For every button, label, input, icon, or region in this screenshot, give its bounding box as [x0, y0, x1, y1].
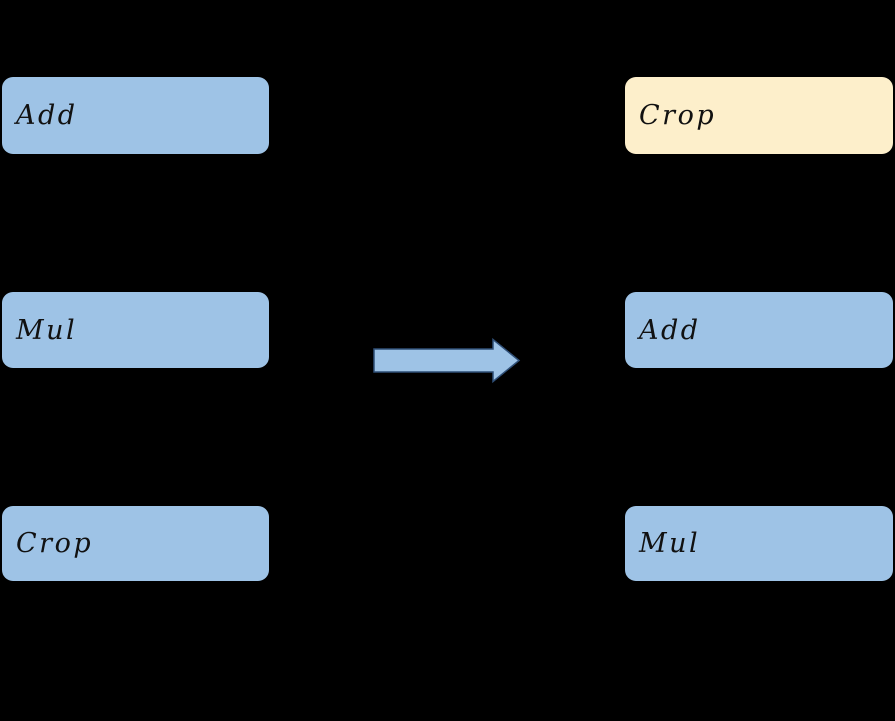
right-node-mul-label: Mul: [639, 528, 701, 559]
left-node-crop[interactable]: Crop: [2, 506, 269, 581]
left-node-crop-label: Crop: [16, 528, 94, 559]
right-node-crop-label: Crop: [639, 100, 717, 131]
arrow-polygon: [373, 338, 521, 384]
left-node-mul[interactable]: Mul: [2, 292, 269, 368]
right-node-add[interactable]: Add: [625, 292, 893, 368]
right-node-crop[interactable]: Crop: [625, 77, 893, 154]
left-node-add[interactable]: Add: [2, 77, 269, 154]
left-node-mul-label: Mul: [16, 314, 78, 346]
arrow-right-icon: [373, 338, 521, 384]
left-node-add-label: Add: [16, 100, 78, 131]
right-node-mul[interactable]: Mul: [625, 506, 893, 581]
right-node-add-label: Add: [639, 314, 701, 346]
transformation-arrow: [373, 338, 521, 384]
